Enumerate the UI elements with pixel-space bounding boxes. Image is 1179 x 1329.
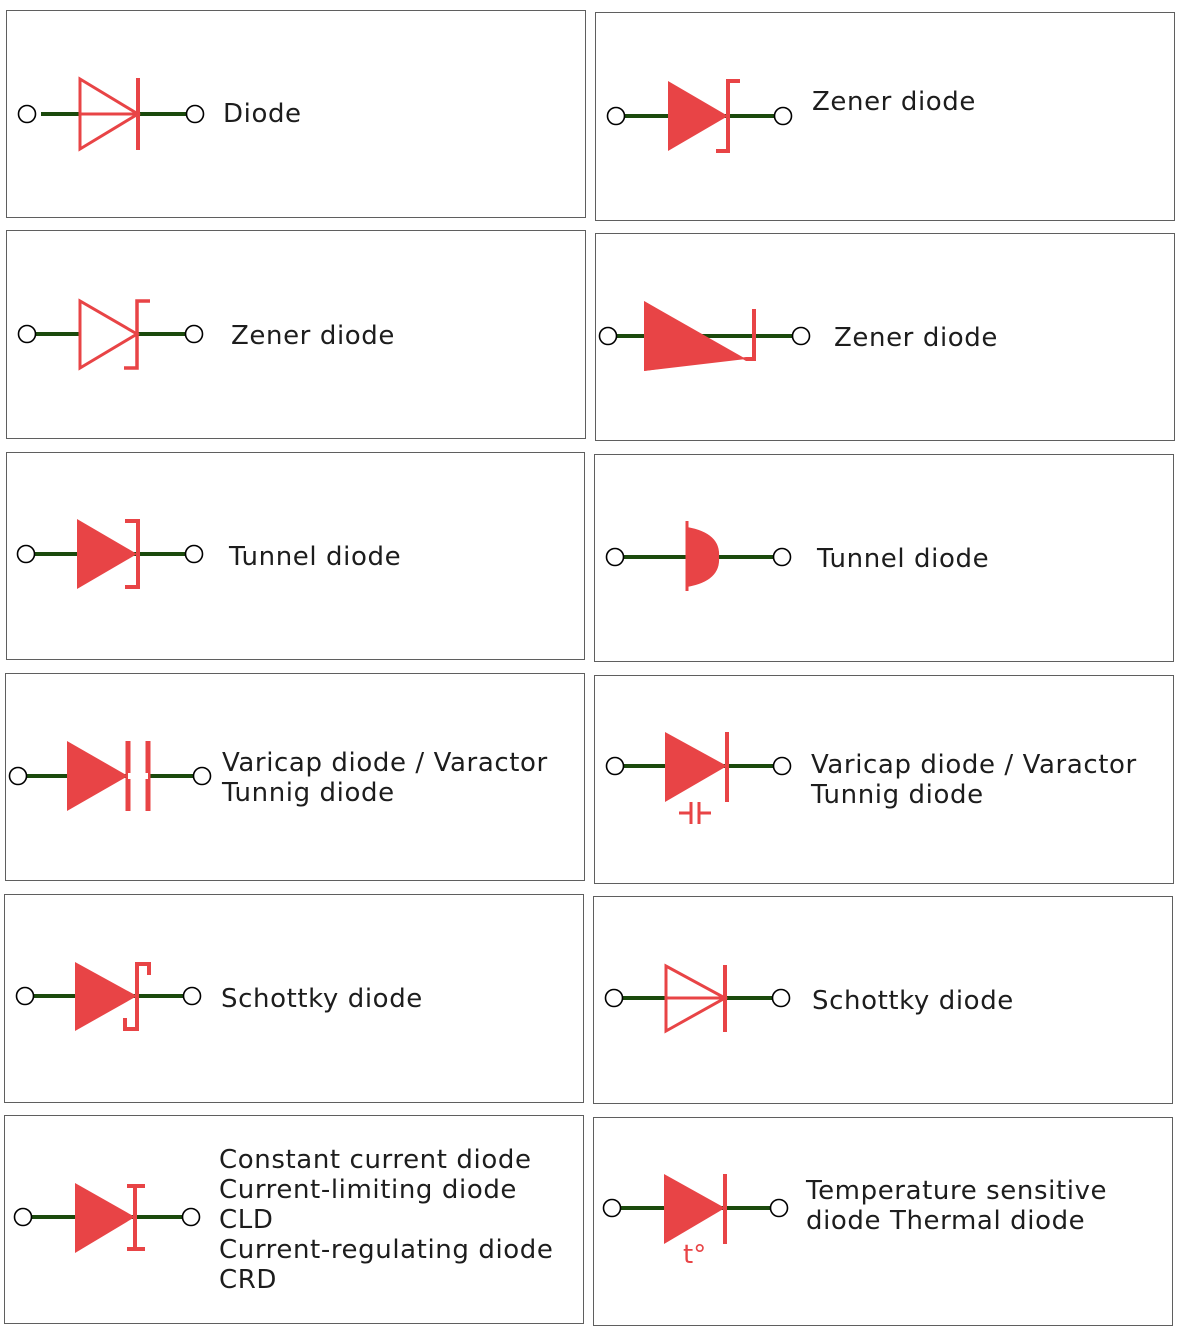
label-zener-diode: Zener diode [231, 321, 395, 351]
schottky-filled-symbol [15, 962, 202, 1031]
label-line: Zener diode [834, 323, 998, 353]
diode-symbol [17, 76, 205, 152]
varicap-small-cap-symbol [605, 732, 792, 824]
cell-varicap-diode-capacitor: Varicap diode / Varactor Tunnig diode [5, 673, 585, 881]
label-line: Temperature sensitive [806, 1176, 1108, 1206]
cell-tunnel-diode-dome: Tunnel diode [594, 454, 1174, 662]
tunnel-dome-symbol [605, 521, 792, 591]
cell-schottky-diode-outline: Schottky diode [593, 896, 1173, 1104]
label-schottky-diode: Schottky diode [221, 984, 423, 1014]
label-line: Current-regulating diode [219, 1235, 554, 1265]
cell-tunnel-diode-bracket: Tunnel diode [6, 452, 585, 660]
label-line: Tunnel diode [817, 544, 990, 574]
zener-slanted-symbol [598, 301, 811, 371]
label-zener-diode: Zener diode [812, 87, 976, 117]
cell-zener-diode-filled: Zener diode [595, 12, 1175, 221]
schottky-outline-symbol [604, 963, 791, 1034]
label-schottky-diode: Schottky diode [812, 986, 1014, 1016]
label-line: Schottky diode [221, 984, 423, 1014]
label-line: Current-limiting diode [219, 1175, 518, 1205]
label-constant-current-diode: Constant current diode Current-limiting … [219, 1145, 554, 1295]
temperature-tag: t° [683, 1240, 706, 1270]
label-line: Zener diode [231, 321, 395, 351]
cell-varicap-diode-small-cap: Varicap diode / Varactor Tunnig diode [594, 675, 1174, 884]
label-temperature-sensitive-diode: Temperature sensitive diode Thermal diod… [806, 1176, 1107, 1236]
label-line: Zener diode [812, 87, 976, 117]
label-tunnel-diode: Tunnel diode [229, 542, 401, 572]
capacitor-icon [679, 802, 711, 824]
label-line: Varicap diode / Varactor [222, 748, 548, 778]
label-line: CRD [219, 1265, 278, 1295]
label-line: Constant current diode [219, 1145, 532, 1175]
label-line: CLD [219, 1205, 274, 1235]
zener-outline-symbol [17, 298, 204, 371]
label-line: Tunnig diode [222, 778, 395, 808]
cell-temperature-sensitive-diode: t° Temperature sensitive diode Thermal d… [593, 1117, 1173, 1326]
label-varicap-diode: Varicap diode / Varactor Tunnig diode [222, 748, 548, 808]
label-diode: Diode [223, 99, 302, 129]
label-line: Diode [223, 99, 302, 129]
label-line: Tunnig diode [811, 780, 984, 810]
cell-zener-diode-outline: Zener diode [6, 230, 586, 439]
label-tunnel-diode: Tunnel diode [817, 544, 989, 574]
label-line: diode Thermal diode [806, 1206, 1086, 1236]
label-line: Schottky diode [812, 986, 1014, 1016]
label-line: Tunnel diode [229, 542, 402, 572]
varicap-capacitor-symbol [8, 741, 212, 811]
cell-diode: Diode [6, 10, 586, 218]
label-line: Varicap diode / Varactor [811, 750, 1137, 780]
cell-zener-diode-slanted: Zener diode [595, 233, 1175, 441]
tunnel-bracket-symbol [16, 519, 204, 589]
cell-schottky-diode-filled: Schottky diode [4, 894, 584, 1103]
zener-filled-symbol [606, 79, 793, 153]
label-zener-diode: Zener diode [834, 323, 998, 353]
thermal-symbol: t° [602, 1174, 789, 1270]
label-varicap-diode: Varicap diode / Varactor Tunnig diode [811, 750, 1137, 810]
constant-current-symbol [13, 1183, 201, 1253]
cell-constant-current-diode: Constant current diode Current-limiting … [4, 1115, 584, 1324]
